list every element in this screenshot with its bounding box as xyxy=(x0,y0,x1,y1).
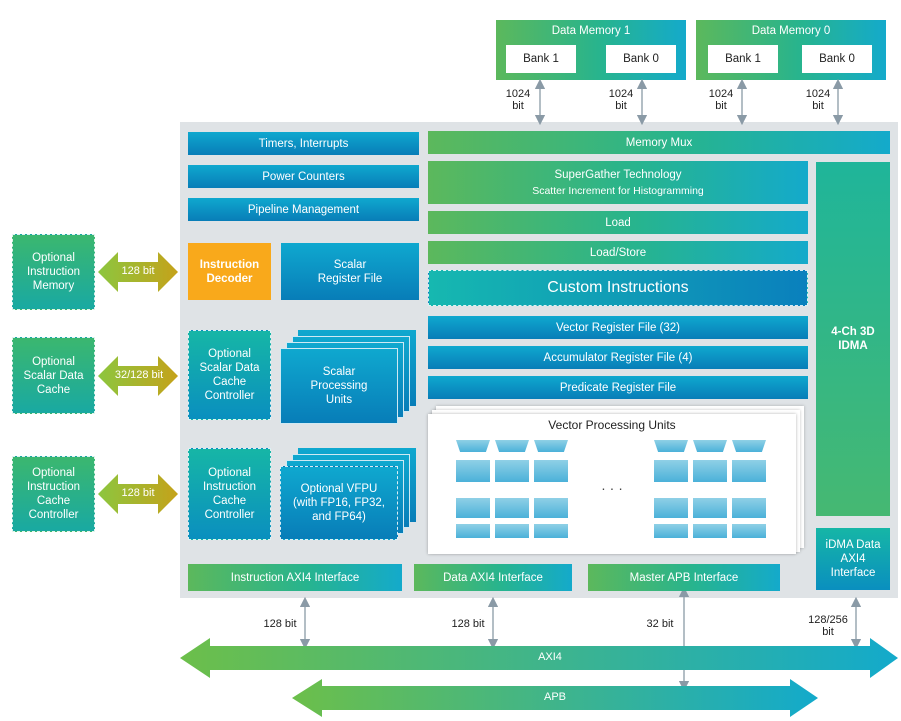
mem-bus-label-4: 1024 bit xyxy=(805,88,831,112)
instruction-cache-block: Optional Instruction Cache Controller xyxy=(12,456,95,532)
apb-bus-label-text: APB xyxy=(543,691,566,703)
vpu-cell xyxy=(693,460,727,482)
vpu-cell xyxy=(495,498,529,518)
instruction-axi4-interface: Instruction AXI4 Interface xyxy=(188,564,402,591)
data-memory-0-title: Data Memory 0 xyxy=(751,25,831,37)
memory-mux-block: Memory Mux xyxy=(428,131,890,154)
vpu-cell xyxy=(732,498,766,518)
left-arrows xyxy=(98,252,178,514)
mem-bus-label-3: 1024 bit xyxy=(708,88,734,112)
vpu-cell xyxy=(693,498,727,518)
scalar-cache-arrow xyxy=(98,356,178,396)
vpu-cell xyxy=(654,524,688,538)
scalar-register-file-block: Scalar Register File xyxy=(281,243,419,300)
data-axi-bus-label: 128 bit xyxy=(451,618,485,630)
scalar-processing-units-block: Scalar Processing Units xyxy=(280,348,398,424)
scalar-cache-controller-block: Optional Scalar Data Cache Controller xyxy=(188,330,271,420)
instr-axi-bus-label: 128 bit xyxy=(263,618,297,630)
vpu-cell xyxy=(534,440,568,452)
instr-cache-bus-label: 128 bit xyxy=(121,487,155,499)
vector-processing-units-block: Vector Processing Units · · · xyxy=(428,414,796,554)
power-counters-block: Power Counters xyxy=(188,165,419,188)
vpu-cell xyxy=(534,498,568,518)
vpu-cell xyxy=(654,460,688,482)
mem-bus-label-1: 1024 bit xyxy=(505,88,531,112)
instruction-memory-block: Optional Instruction Memory xyxy=(12,234,95,310)
master-apb-interface: Master APB Interface xyxy=(588,564,780,591)
predicate-register-file-block: Predicate Register File xyxy=(428,376,808,399)
instr-mem-bus-label: 128 bit xyxy=(121,265,155,277)
vpu-cell xyxy=(456,460,490,482)
accumulator-register-file-block: Accumulator Register File (4) xyxy=(428,346,808,369)
supergather-subtitle: Scatter Increment for Histogramming xyxy=(532,184,704,197)
instr-mem-arrow xyxy=(98,252,178,292)
supergather-block: SuperGather Technology Scatter Increment… xyxy=(428,161,808,204)
vpu-cell xyxy=(534,460,568,482)
vpu-cell xyxy=(456,440,490,452)
data-axi4-interface: Data AXI4 Interface xyxy=(414,564,572,591)
mem-bus-label-2: 1024 bit xyxy=(608,88,634,112)
data-memory-0-bank-1: Bank 1 xyxy=(708,45,778,73)
vpu-cell xyxy=(495,440,529,452)
vpu-cell xyxy=(456,498,490,518)
axi4-bus-label: AXI4 xyxy=(538,651,562,663)
pipeline-management-block: Pipeline Management xyxy=(188,198,419,221)
optional-vfpu-block: Optional VFPU (with FP16, FP32, and FP64… xyxy=(280,466,398,540)
scalar-cache-bus-label: 32/128 bit xyxy=(114,369,164,381)
vpu-title: Vector Processing Units xyxy=(548,418,676,432)
vpu-cell xyxy=(732,460,766,482)
vpu-cell xyxy=(693,440,727,452)
vpu-cell xyxy=(654,498,688,518)
data-memory-1-bank-1: Bank 1 xyxy=(506,45,576,73)
vpu-cell xyxy=(732,524,766,538)
instruction-cache-controller-block: Optional Instruction Cache Controller xyxy=(188,448,271,540)
load-block: Load xyxy=(428,211,808,234)
instr-cache-arrow xyxy=(98,474,178,514)
apb-bus xyxy=(292,679,818,717)
bus-arrows xyxy=(180,638,898,717)
vpu-cell xyxy=(654,440,688,452)
idma-block: 4-Ch 3D IDMA xyxy=(816,162,890,516)
vector-register-file-block: Vector Register File (32) xyxy=(428,316,808,339)
vpu-cell xyxy=(534,524,568,538)
vpu-cell xyxy=(495,460,529,482)
vpu-cell xyxy=(456,524,490,538)
data-memory-1-title: Data Memory 1 xyxy=(551,25,631,37)
vpu-cell xyxy=(693,524,727,538)
idma-axi-interface: iDMA Data AXI4 Interface xyxy=(816,528,890,590)
instruction-decoder-block: Instruction Decoder xyxy=(188,243,271,300)
vpu-cell xyxy=(732,440,766,452)
timers-interrupts-block: Timers, Interrupts xyxy=(188,132,419,155)
data-memory-0-bank-0: Bank 0 xyxy=(802,45,872,73)
data-memory-1-bank-0: Bank 0 xyxy=(606,45,676,73)
vpu-cell xyxy=(495,524,529,538)
custom-instructions-block: Custom Instructions xyxy=(428,270,808,306)
axi4-bus xyxy=(180,638,898,678)
scalar-data-cache-block: Optional Scalar Data Cache xyxy=(12,337,95,414)
vpu-ellipsis: · · · xyxy=(601,480,623,496)
apb-bus-label: 32 bit xyxy=(646,618,674,630)
idma-bus-label: 128/256 bit xyxy=(808,614,848,638)
load-store-block: Load/Store xyxy=(428,241,808,264)
